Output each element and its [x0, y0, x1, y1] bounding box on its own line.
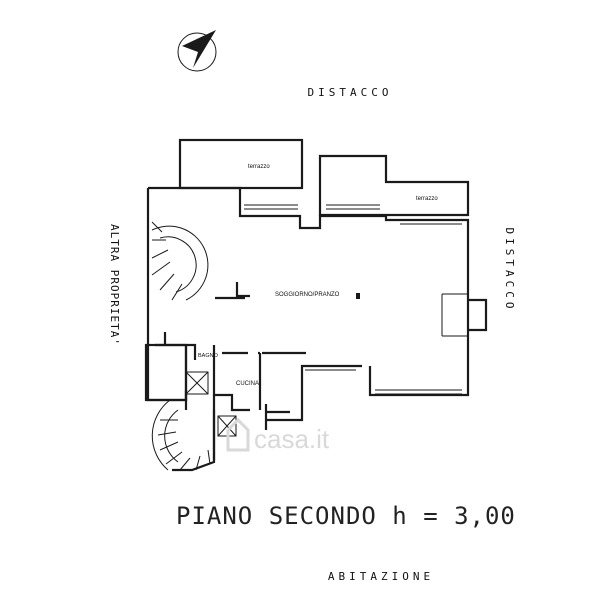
- watermark: casa.it: [254, 424, 330, 454]
- interior-walls: [155, 332, 306, 437]
- label-top: DISTACCO: [308, 86, 393, 99]
- plan-title: PIANO SECONDO h = 3,00: [176, 502, 516, 530]
- room-bath: BAGNO: [198, 353, 219, 359]
- room-terrace-left: terrazzo: [248, 164, 270, 170]
- outer-walls: [146, 186, 488, 460]
- lower-stair: [144, 343, 216, 472]
- casa-logo-icon: [226, 417, 250, 452]
- spiral-stair-icon: [151, 221, 209, 301]
- room-terrace-right: terrazzo: [416, 196, 438, 202]
- terrace-right: [318, 154, 470, 217]
- terrace-left: [178, 138, 304, 190]
- north-arrow-icon: [177, 30, 217, 72]
- room-living: SOGGIORNO/PRANZO: [275, 292, 340, 298]
- room-kitchen: CUCINA: [236, 381, 259, 387]
- label-left: ALTRA PROPRIETA': [108, 224, 121, 346]
- label-right: DISTACCO: [503, 228, 516, 313]
- label-bottom: ABITAZIONE: [328, 570, 434, 583]
